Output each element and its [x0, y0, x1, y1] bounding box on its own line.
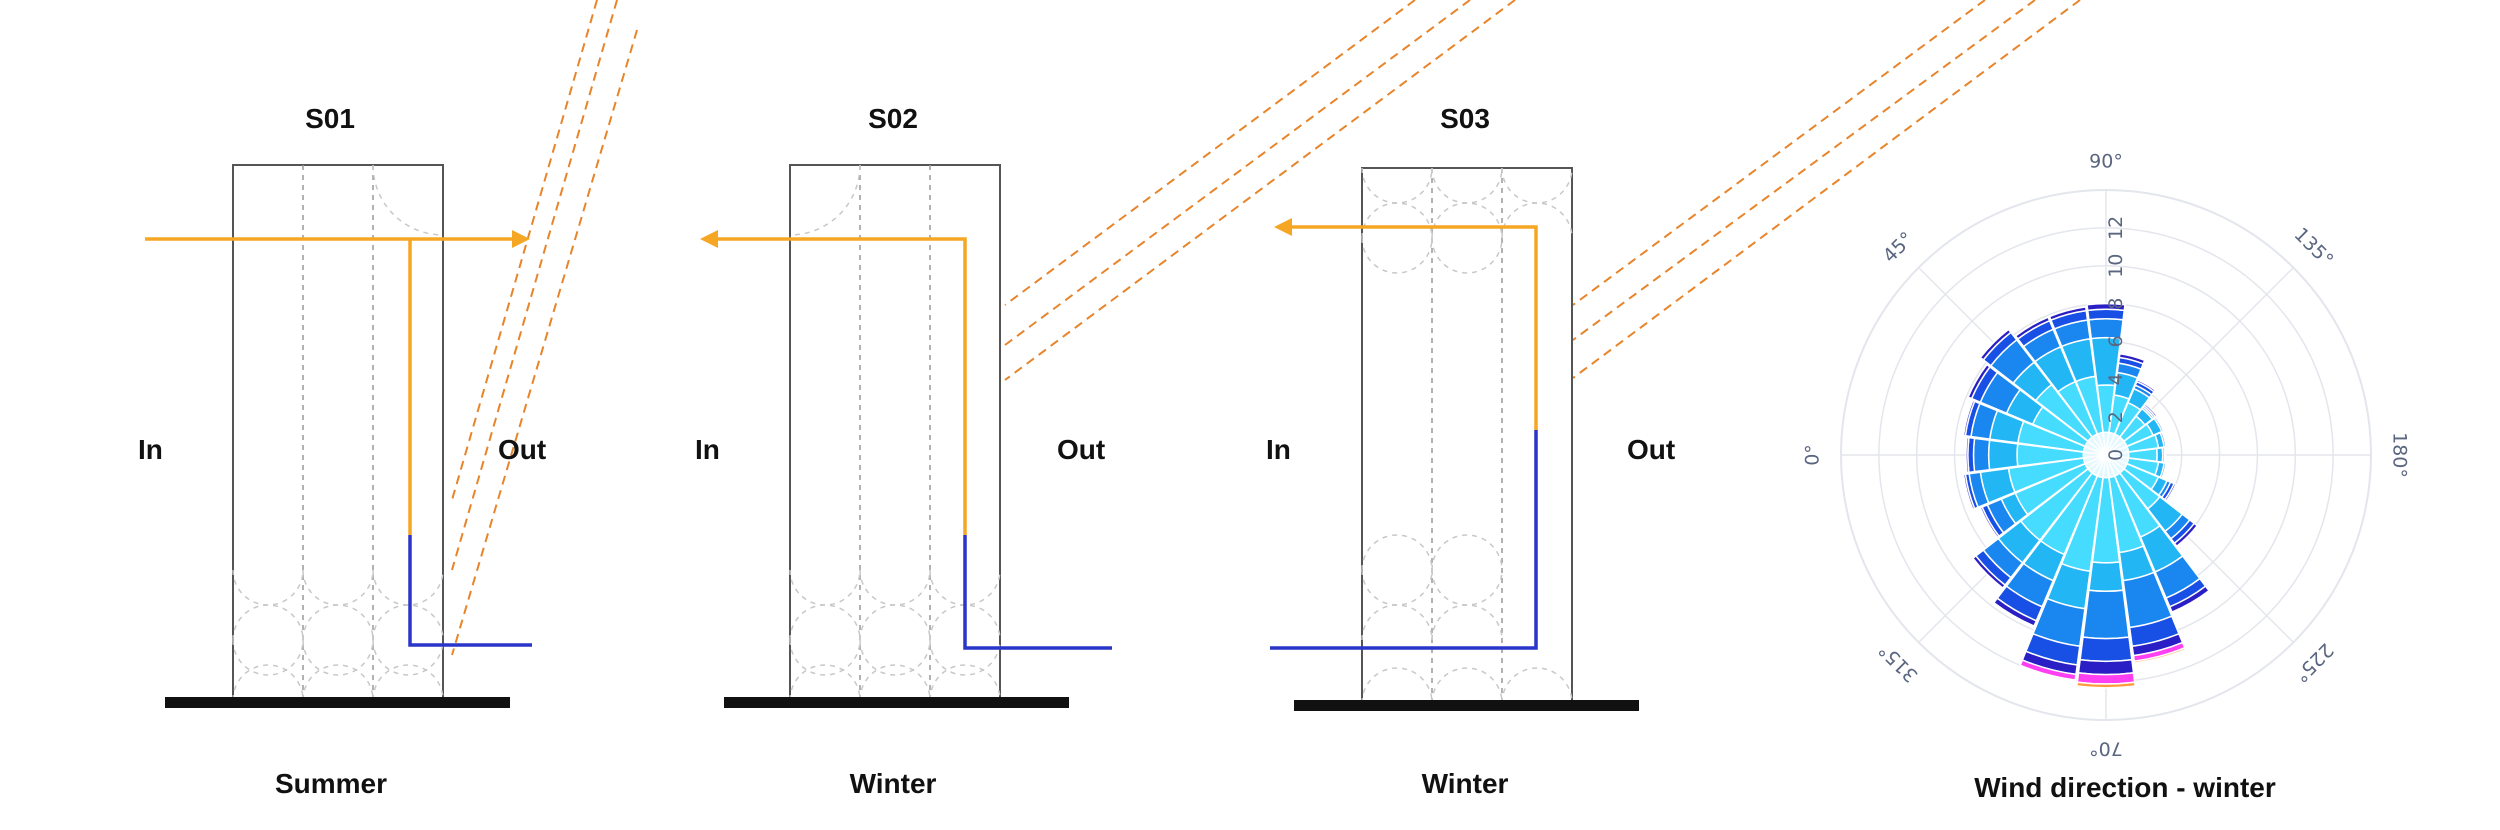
sun-rays — [451, 0, 638, 656]
angle-tick-label: 0° — [1802, 444, 1824, 466]
season-label-s03: Winter — [1422, 768, 1509, 799]
section-s03: S03 — [1266, 0, 2081, 799]
wind-rose-sector — [1971, 554, 2007, 590]
section-title-s03: S03 — [1440, 103, 1490, 134]
wind-rose-sector — [2075, 681, 2137, 689]
sun-ray — [451, 0, 598, 501]
wind-rose-sector — [2077, 658, 2135, 676]
sun-ray — [1004, 0, 1416, 306]
label-in-s01: In — [138, 434, 163, 465]
sun-ray — [1572, 0, 2036, 341]
sun-ray — [451, 0, 618, 571]
label-out-s01: Out — [498, 434, 546, 465]
angle-tick-label: 70° — [2089, 738, 2123, 760]
wind-rose-sector — [1965, 436, 1970, 474]
wind-rose-sector — [1962, 473, 1976, 511]
wind-rose-sector — [2048, 306, 2088, 322]
sun-rays — [1572, 0, 2081, 379]
insulation-pattern — [232, 164, 444, 701]
wind-rose-sector — [1979, 328, 2012, 361]
season-label-s01: Summer — [275, 768, 387, 799]
wind-rose-radial-ticks: 0 2 4 6 8 10 12 — [2105, 216, 2127, 461]
wind-rose-sector — [1967, 363, 1991, 400]
radial-tick-label: 12 — [2105, 216, 2127, 240]
airflow-arrow-head — [700, 230, 718, 248]
insulation-pattern — [789, 164, 1001, 701]
wind-rose-sector — [2014, 316, 2051, 340]
wind-rose-sector — [2086, 308, 2126, 321]
sun-rays — [1004, 0, 1516, 381]
radial-tick-label: 8 — [2105, 298, 2127, 310]
sun-ray — [1004, 0, 1471, 346]
cool-airflow — [408, 535, 532, 647]
wind-rose-sector — [2118, 352, 2146, 365]
airflow-arrow-head — [512, 230, 530, 248]
sun-ray — [1572, 0, 1986, 306]
wind-rose-sector — [2135, 378, 2157, 393]
wind-rose-sector — [2168, 585, 2211, 614]
wind-rose-sector — [2086, 302, 2126, 312]
wind-rose-bars — [1962, 302, 2211, 689]
wind-rose-sector — [1992, 597, 2038, 627]
ground-slab — [165, 697, 510, 708]
ground-slab — [724, 697, 1069, 708]
radial-tick-label: 10 — [2105, 254, 2127, 278]
wind-rose-sector — [2163, 446, 2167, 464]
angle-tick-label: 45° — [1879, 228, 1918, 267]
angle-tick-label: 135° — [2290, 224, 2338, 272]
wind-rose-chart: 0 2 4 6 8 10 12 0° 45° 90° 135° 180° 225° 70° 315° Wi… — [1802, 151, 2411, 804]
angle-tick-label: 180° — [2389, 432, 2411, 478]
wind-rose-title: Wind direction - winter — [1974, 772, 2276, 803]
warm-airflow — [1290, 225, 1538, 430]
radial-tick-label: 2 — [2105, 411, 2127, 423]
sun-ray — [1572, 0, 2081, 379]
sun-ray — [451, 29, 638, 656]
wind-rose-sector — [2076, 672, 2136, 685]
wind-rose-sector — [1972, 437, 1991, 473]
wind-rose-sector — [2163, 482, 2177, 502]
angle-tick-label: 315° — [1875, 639, 1923, 687]
wind-rose-sector — [1979, 506, 2001, 539]
insulation-pattern — [1361, 167, 1573, 704]
cool-airflow — [963, 535, 1112, 650]
sun-ray — [1004, 0, 1516, 381]
radial-tick-label: 4 — [2105, 373, 2127, 385]
angle-tick-label: 90° — [2089, 151, 2123, 173]
label-out-s02: Out — [1057, 434, 1105, 465]
label-out-s03: Out — [1627, 434, 1675, 465]
label-in-s03: In — [1266, 434, 1291, 465]
wind-rose-sector — [2019, 659, 2077, 681]
wind-rose-sector — [2161, 430, 2168, 448]
wind-rose-sector — [2079, 636, 2133, 663]
airflow-arrow-head — [1274, 218, 1292, 236]
wind-rose-sector — [2133, 646, 2187, 665]
wind-rose-sector — [2173, 522, 2199, 548]
season-label-s02: Winter — [850, 768, 937, 799]
section-s02: S02 In Out Winter — [695, 0, 1516, 799]
wind-rose-sector — [1962, 399, 1976, 437]
section-s01: S01 — [138, 0, 638, 799]
wind-rose-sector — [2082, 589, 2130, 640]
label-in-s02: In — [695, 434, 720, 465]
wall-frame — [1361, 167, 1573, 704]
radial-tick-label: 6 — [2105, 335, 2127, 347]
section-title-s01: S01 — [305, 103, 355, 134]
ground-slab — [1294, 700, 1639, 711]
wind-rose-sector — [2154, 415, 2166, 432]
angle-tick-label: 225° — [2290, 639, 2338, 687]
warm-airflow — [715, 237, 967, 535]
section-title-s02: S02 — [868, 103, 918, 134]
wind-rose-sector — [1987, 439, 2019, 471]
cool-airflow — [1270, 430, 1538, 650]
wind-rose-sector — [2088, 561, 2124, 593]
radial-tick-label: 0 — [2105, 449, 2127, 461]
wall-frame — [789, 164, 1001, 701]
